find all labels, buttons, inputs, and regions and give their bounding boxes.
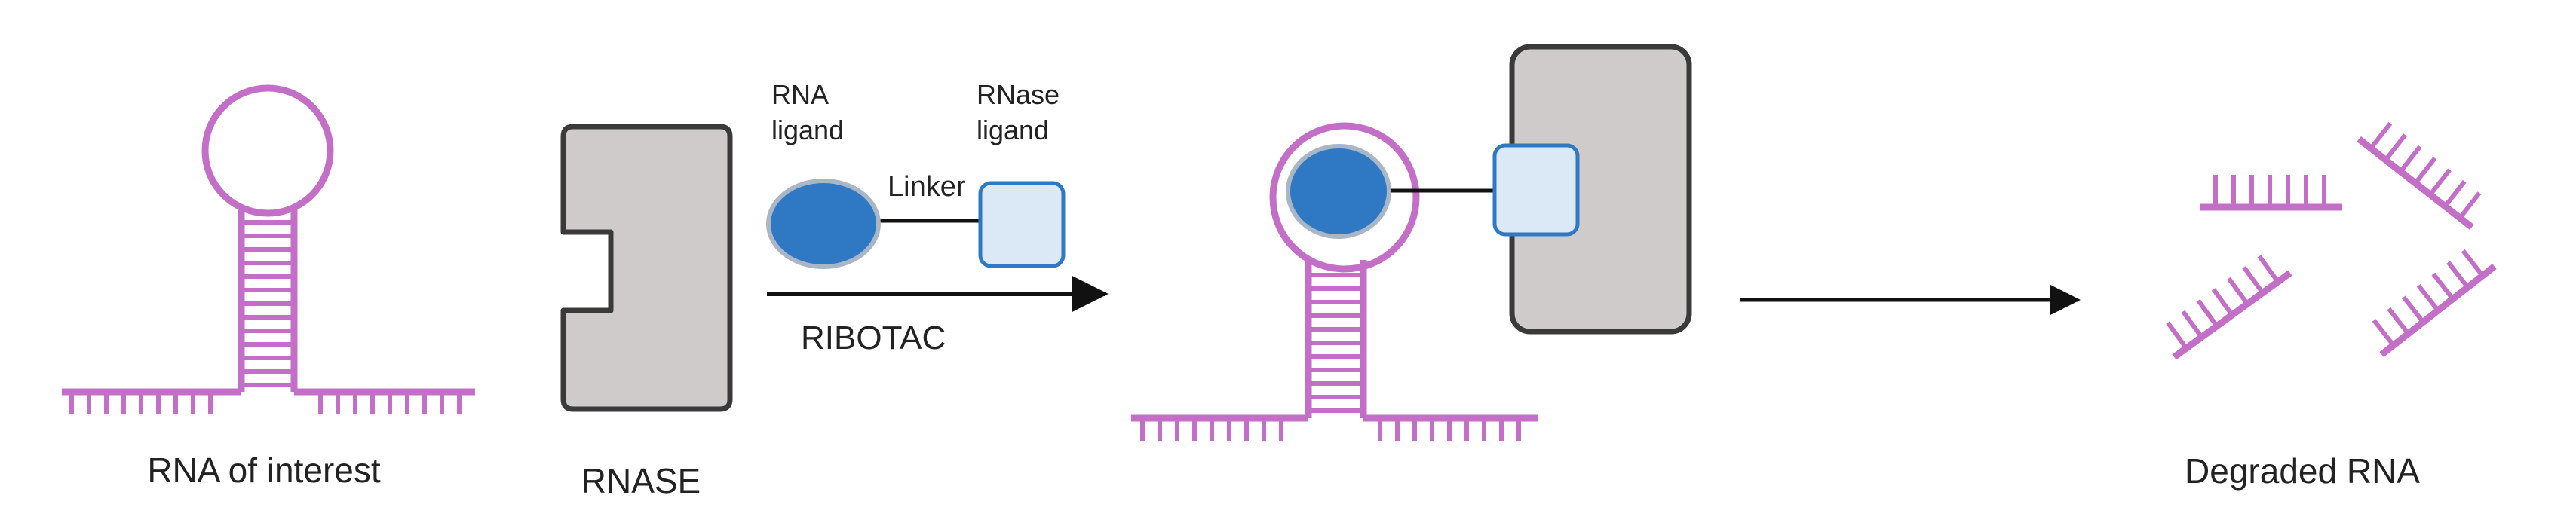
rnase-ligand-label-line2: ligand xyxy=(977,115,1049,145)
degraded-rna-label: Degraded RNA xyxy=(2185,451,2420,491)
ribotac-label: RIBOTAC xyxy=(801,320,946,356)
ribotac-rna-rnase-complex xyxy=(1131,44,1692,441)
rna-ligand-label-line1: RNA xyxy=(771,79,829,110)
bound-hairpin-loop xyxy=(1269,122,1420,273)
fragment-2 xyxy=(2357,121,2482,231)
rna-ligand xyxy=(766,179,881,269)
rnase-ligand-label-line1: RNase xyxy=(977,79,1060,110)
ribotac-molecule: RNA ligand RNase ligand Linker RIBOTAC xyxy=(766,79,1109,356)
fragment-4 xyxy=(2372,249,2497,358)
rnase-shape xyxy=(560,124,733,412)
stem-base-pairs xyxy=(241,220,294,387)
rnase-ligand xyxy=(978,181,1066,268)
fragment-3 xyxy=(2166,255,2292,360)
bound-rna-hairpin xyxy=(1131,122,1538,441)
hairpin-loop xyxy=(201,84,334,217)
bound-rnase-ligand xyxy=(1492,143,1580,237)
rnase-label: RNASE xyxy=(581,461,701,500)
rna-ligand-label-line2: ligand xyxy=(771,115,844,145)
bound-rna-ligand xyxy=(1286,144,1391,239)
rna-of-interest-hairpin xyxy=(62,84,475,414)
single-strand-bases xyxy=(69,392,462,414)
fragment-1 xyxy=(2200,175,2342,211)
degraded-rna-fragments xyxy=(2166,121,2497,360)
rna-of-interest-label: RNA of interest xyxy=(147,451,381,490)
linker-label: Linker xyxy=(888,171,966,203)
